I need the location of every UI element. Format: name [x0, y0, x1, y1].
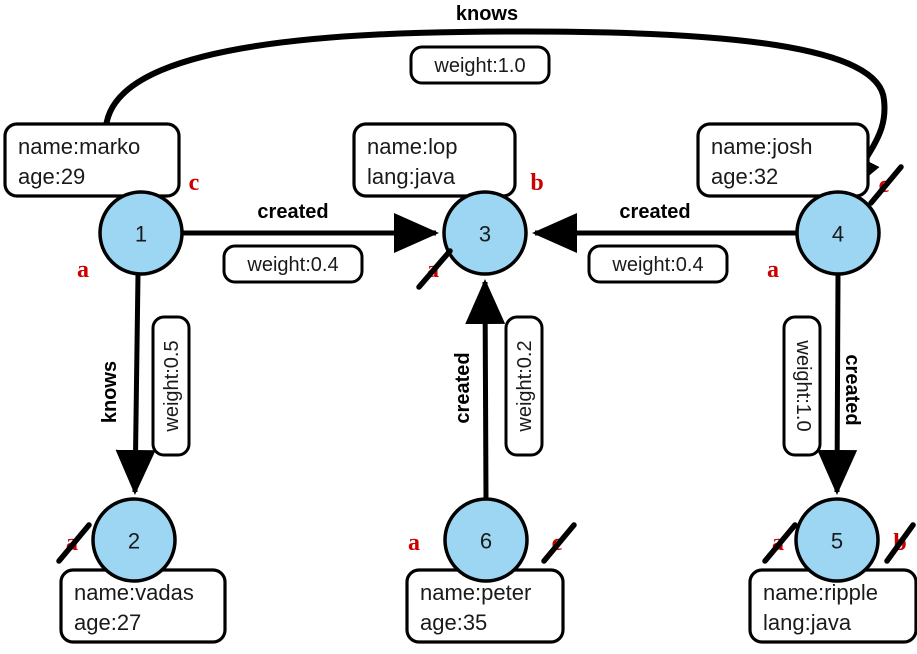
property-line: lang:java [763, 610, 852, 635]
marker-letter: a [77, 257, 89, 283]
partition-marker-node1-a: a [76, 256, 90, 284]
weight-box-knows-1-4: weight:1.0 [409, 45, 551, 85]
weight-label: weight:0.4 [611, 254, 703, 276]
partition-marker-node4-c-struck: c [868, 164, 904, 206]
property-box-node-2: name:vadas age:27 [59, 568, 227, 644]
edge-label-created-6-3: created [452, 352, 474, 423]
property-line: name:ripple [763, 580, 878, 605]
strikethrough-slash-icon [868, 164, 904, 206]
graph-node-3[interactable]: 3 [442, 190, 528, 276]
strikethrough-slash-icon [762, 522, 798, 564]
partition-marker-node3-b: b [529, 169, 544, 197]
node-circle [91, 497, 177, 583]
edge-1-knows-4[interactable] [102, 28, 888, 197]
property-box-rect [352, 122, 517, 198]
strikethrough-slash-icon [541, 522, 577, 564]
node-id-label: 5 [831, 529, 843, 554]
edge-label-knows-1-4: knows [456, 3, 518, 25]
node-circle [442, 190, 528, 276]
node-circle [795, 190, 881, 276]
property-line: name:marko [18, 134, 140, 159]
edge-path-created-4-5 [817, 273, 858, 495]
edge-4-created-5[interactable] [817, 273, 858, 495]
property-line: age:35 [420, 610, 487, 635]
graph-node-2[interactable]: 2 [91, 497, 177, 583]
strikethrough-slash-icon [56, 522, 92, 564]
marker-letter: a [767, 257, 779, 283]
node-circle [794, 497, 880, 583]
node-id-label: 1 [135, 222, 147, 247]
property-box-node-6: name:peter age:35 [405, 568, 565, 644]
edge-1-knows-2[interactable] [115, 273, 156, 495]
weight-box-rect [409, 45, 551, 85]
property-line: lang:java [367, 164, 456, 189]
edge-6-created-3[interactable] [465, 279, 506, 500]
edge-path-created-6-3 [465, 279, 506, 500]
weight-label: weight:0.5 [161, 340, 183, 432]
node-circle [443, 497, 529, 583]
partition-marker-node3-a-struck: a [416, 248, 453, 290]
partition-marker-node4-a: a [766, 256, 780, 284]
property-line: age:32 [711, 164, 778, 189]
property-line: name:peter [420, 580, 531, 605]
edge-path-knows-1-2 [115, 273, 156, 495]
property-box-node-1: name:marko age:29 [3, 122, 181, 198]
property-box-rect [696, 122, 870, 198]
property-box-node-4: name:josh age:32 [696, 122, 870, 198]
partition-marker-node5-a-struck: a [762, 522, 798, 564]
graph-node-4[interactable]: 4 [795, 190, 881, 276]
weight-box-created-4-5: weight:1.0 [782, 315, 822, 457]
weight-box-rect [504, 315, 544, 457]
edge-path-knows-1-4 [102, 28, 888, 197]
node-id-label: 3 [479, 222, 491, 247]
node-circle [98, 190, 184, 276]
weight-box-created-1-3: weight:0.4 [222, 244, 364, 284]
weight-box-created-6-3: weight:0.2 [504, 315, 544, 457]
edge-label-created-4-3: created [619, 201, 690, 223]
node-id-label: 2 [128, 529, 140, 554]
property-line: age:27 [74, 610, 141, 635]
strikethrough-slash-icon [884, 522, 916, 564]
weight-box-knows-1-2: weight:0.5 [151, 315, 191, 457]
graph-node-5[interactable]: 5 [794, 497, 880, 583]
weight-box-rect [587, 244, 729, 284]
node-id-label: 6 [480, 529, 492, 554]
weight-label: weight:0.4 [246, 254, 338, 276]
graph-node-6[interactable]: 6 [443, 497, 529, 583]
edge-label-created-1-3: created [257, 201, 328, 223]
weight-label: weight:1.0 [433, 55, 525, 77]
marker-letter: b [530, 170, 543, 196]
node-id-label: 4 [832, 222, 844, 247]
marker-letter: a [408, 530, 420, 556]
marker-letter: c [189, 170, 200, 196]
weight-box-created-4-3: weight:0.4 [587, 244, 729, 284]
weight-box-rect [782, 315, 822, 457]
partition-marker-node2-a-struck: a [56, 522, 92, 564]
edge-label-created-4-5: created [841, 354, 863, 425]
weight-label: weight:0.2 [514, 340, 536, 432]
partition-marker-node6-c-struck: c [541, 522, 577, 564]
edge-label-knows-1-2: knows [99, 361, 121, 423]
partition-marker-node6-a: a [407, 529, 421, 557]
weight-box-rect [151, 315, 191, 457]
graph-node-1[interactable]: 1 [98, 190, 184, 276]
property-box-rect [3, 122, 181, 198]
property-box-node-3: name:lop lang:java [352, 122, 517, 198]
partition-marker-node1-c: c [188, 169, 201, 197]
partition-marker-node5-b-struck: b [884, 522, 916, 564]
property-line: name:lop [367, 134, 458, 159]
property-line: name:vadas [74, 580, 194, 605]
property-line: name:josh [711, 134, 813, 159]
weight-label: weight:1.0 [792, 339, 814, 431]
property-line: age:29 [18, 164, 85, 189]
weight-box-rect [222, 244, 364, 284]
strikethrough-slash-icon [416, 248, 453, 290]
